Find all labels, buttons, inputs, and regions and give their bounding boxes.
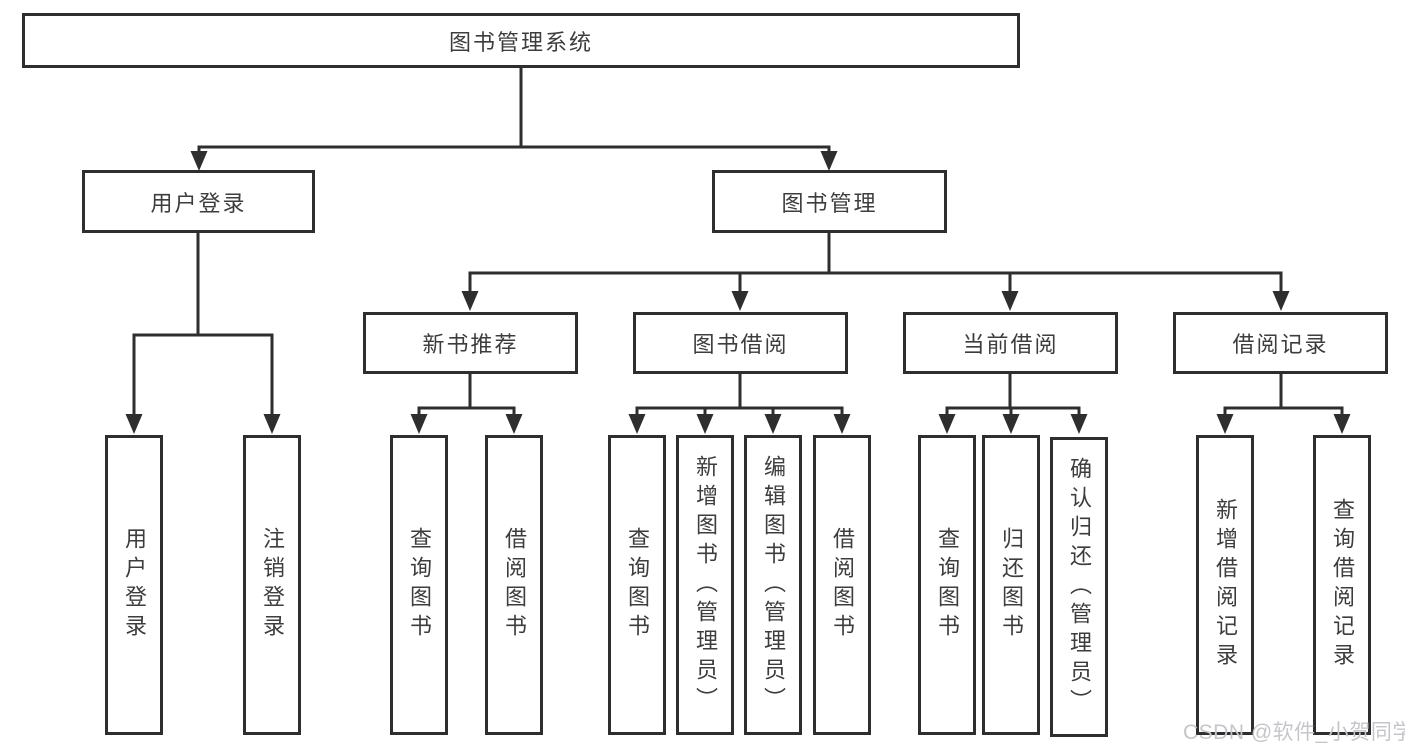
leaf-logout: 注销登录	[243, 435, 301, 735]
node-current-borrow: 当前借阅	[903, 312, 1118, 374]
arrowhead-icon	[764, 414, 782, 434]
leaf-add-borrow-record: 新增借阅记录	[1196, 435, 1254, 735]
arrowhead-icon	[1333, 414, 1351, 434]
arrowhead-icon	[731, 291, 749, 311]
arrowhead-icon	[125, 414, 143, 434]
arrowhead-icon	[938, 414, 956, 434]
arrowhead-icon	[461, 291, 479, 311]
connector-current-borrow-children	[938, 374, 1088, 434]
leaf-query-borrow-record: 查询借阅记录	[1313, 435, 1371, 735]
arrowhead-icon	[410, 414, 428, 434]
arrowhead-icon	[696, 414, 714, 434]
arrowhead-icon	[820, 151, 838, 171]
arrowhead-icon	[263, 414, 281, 434]
leaf-add-book-admin: 新增图书（管理员）	[676, 435, 734, 735]
leaf-query-books-current: 查询图书	[918, 435, 976, 735]
connector-book-mgmt-children	[461, 233, 1290, 311]
leaf-edit-book-admin: 编辑图书（管理员）	[744, 435, 802, 735]
leaf-query-books-newbook: 查询图书	[390, 435, 448, 735]
connector-book-borrow-children	[628, 374, 851, 434]
arrowhead-icon	[628, 414, 646, 434]
watermark: CSDN @软件_小贺同学	[1183, 721, 1405, 744]
node-root: 图书管理系统	[22, 13, 1020, 68]
leaf-borrow-books-borrow: 借阅图书	[813, 435, 871, 735]
arrowhead-icon	[1216, 414, 1234, 434]
arrowhead-icon	[505, 414, 523, 434]
arrowhead-icon	[1002, 414, 1020, 434]
connector-new-book-children	[410, 374, 523, 434]
node-borrow-record: 借阅记录	[1173, 312, 1388, 374]
node-book-mgmt: 图书管理	[712, 170, 947, 233]
node-new-book-recommend: 新书推荐	[363, 312, 578, 374]
node-user-login: 用户登录	[82, 170, 315, 233]
arrowhead-icon	[190, 151, 208, 171]
connector-root-to-level2	[190, 68, 838, 171]
connector-borrow-record-children	[1216, 374, 1351, 434]
connector-user-login-children	[125, 233, 281, 434]
leaf-user-login: 用户登录	[105, 435, 163, 735]
arrowhead-icon	[833, 414, 851, 434]
node-book-borrow: 图书借阅	[633, 312, 848, 374]
leaf-return-book: 归还图书	[982, 435, 1040, 735]
arrowhead-icon	[1272, 291, 1290, 311]
leaf-query-books-borrow: 查询图书	[608, 435, 666, 735]
leaf-confirm-return-admin: 确认归还（管理员）	[1050, 437, 1108, 737]
arrowhead-icon	[1001, 291, 1019, 311]
leaf-borrow-books-newbook: 借阅图书	[485, 435, 543, 735]
arrowhead-icon	[1070, 414, 1088, 434]
